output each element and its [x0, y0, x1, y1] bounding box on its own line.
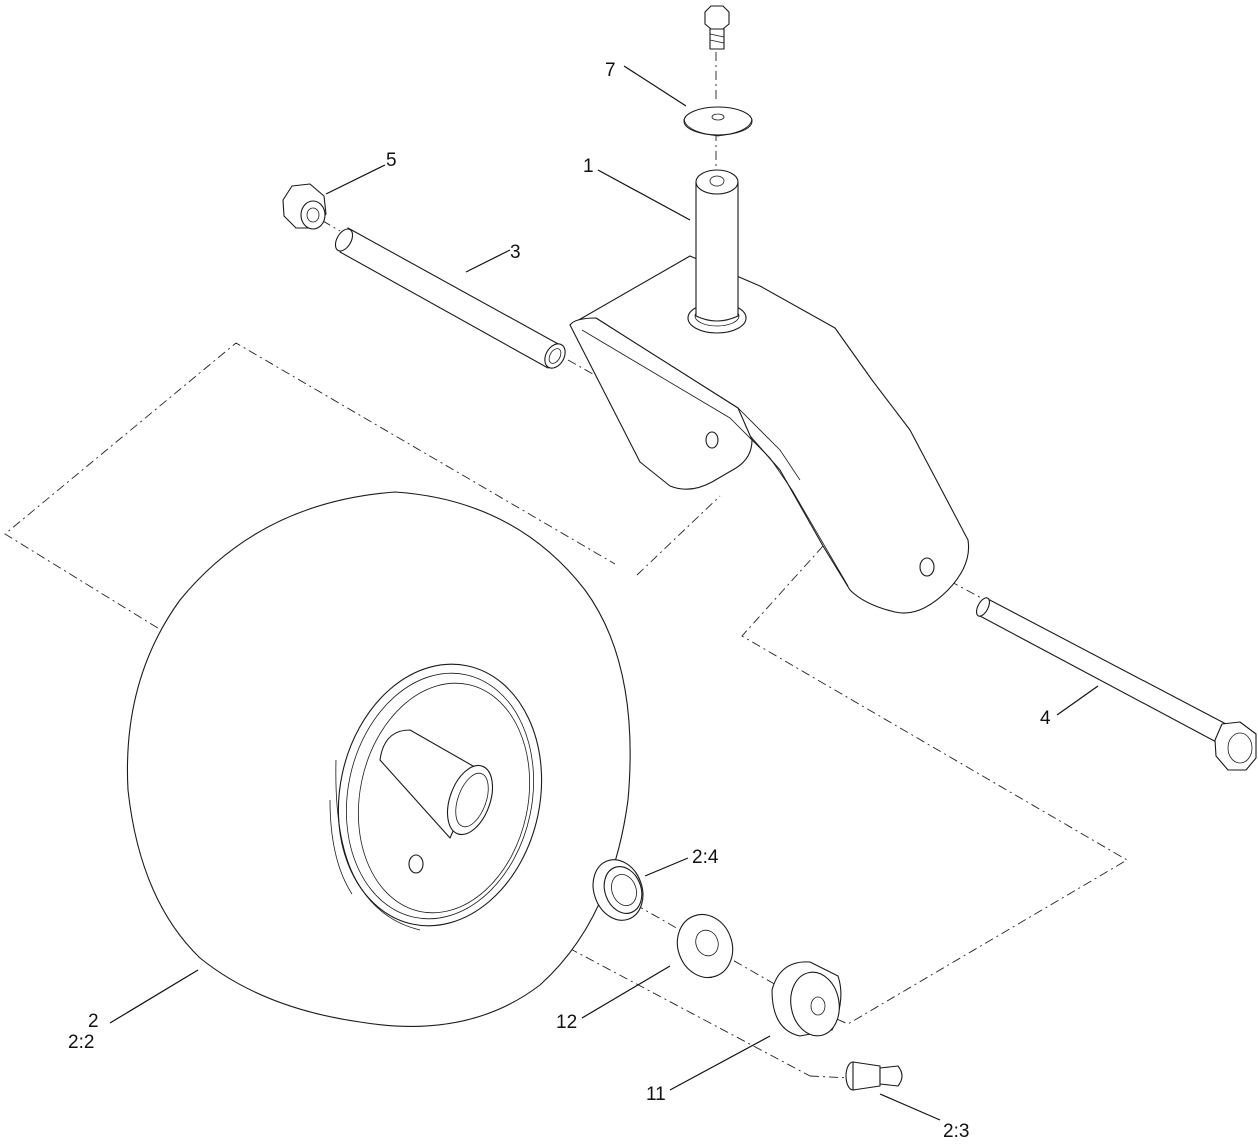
flange-nut-part-5 — [282, 183, 327, 230]
callout-4: 4 — [1040, 708, 1051, 729]
bearing-part-2-4 — [592, 859, 644, 921]
leader-lines — [109, 65, 1099, 1121]
callout-7: 7 — [605, 60, 616, 81]
callout-labels: 7 1 5 3 4 2:4 12 2 2:2 11 2:3 — [68, 60, 1051, 1142]
callout-5: 5 — [386, 150, 397, 171]
callout-1: 1 — [583, 156, 594, 177]
callout-12: 12 — [556, 1012, 577, 1033]
top-bolt — [704, 5, 730, 50]
wheel-tire-part-2 — [126, 491, 631, 1027]
long-bolt-part-4 — [976, 597, 1257, 771]
callout-2: 2 — [88, 1011, 99, 1032]
spacer-tube-part-3 — [334, 227, 566, 369]
caster-fork-part-1 — [569, 169, 970, 614]
washer-part-12 — [676, 913, 734, 979]
callout-2-2: 2:2 — [68, 1032, 94, 1053]
callout-2-3: 2:3 — [943, 1121, 969, 1142]
callout-2-4: 2:4 — [692, 847, 719, 868]
washer-part-7 — [683, 106, 753, 137]
valve-stem-part-2-3 — [845, 1061, 903, 1091]
spacer-part-11 — [771, 961, 842, 1037]
callout-11: 11 — [646, 1084, 666, 1105]
callout-3: 3 — [510, 242, 521, 263]
